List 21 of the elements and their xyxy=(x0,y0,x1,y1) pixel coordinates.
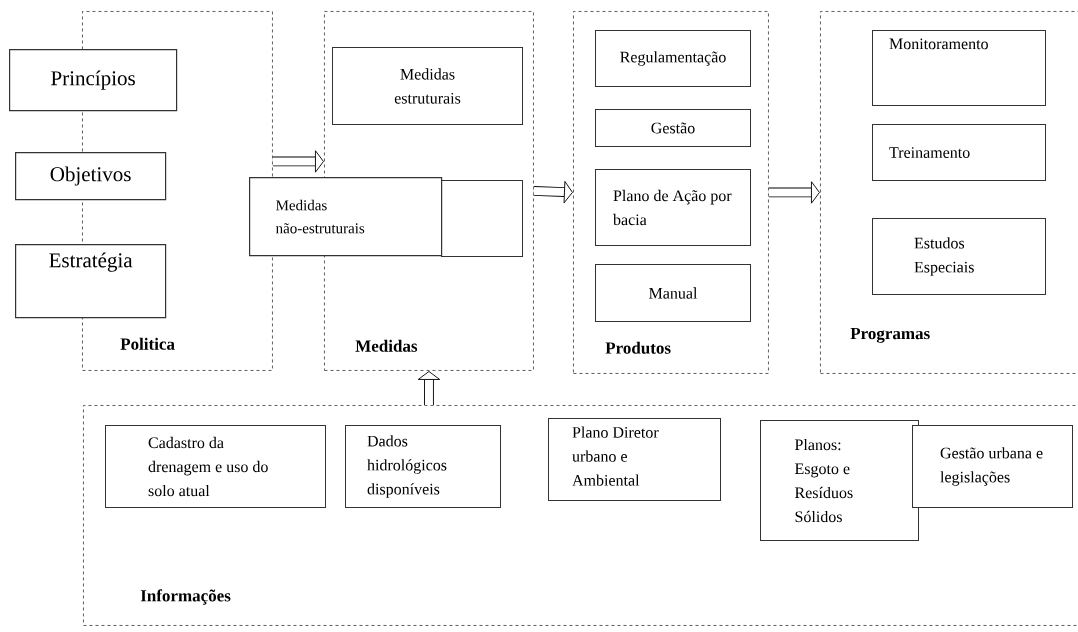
process-box: Plano Diretor urbano e Ambiental xyxy=(548,418,721,501)
block-arrow xyxy=(417,371,441,405)
process-box: Gestão urbana e legislações xyxy=(912,425,1073,508)
process-box: Medidas estruturais xyxy=(332,47,523,125)
process-box: Estudos Especiais xyxy=(872,218,1046,295)
process-box: Monitoramento xyxy=(872,30,1046,106)
process-box: Regulamentação xyxy=(595,30,751,87)
process-box: Manual xyxy=(595,264,751,322)
block-arrow xyxy=(768,181,820,204)
process-box: Objetivos xyxy=(15,152,167,201)
process-box: Planos: Esgoto e Resíduos Sólidos xyxy=(760,420,919,541)
box xyxy=(441,180,523,257)
process-box: Dados hidrológicos disponíveis xyxy=(345,425,501,508)
process-box: Treinamento xyxy=(872,124,1046,181)
process-box: Cadastro da drenagem e uso do solo atual xyxy=(105,425,326,508)
process-box: Princípios xyxy=(9,49,178,112)
process-box: Plano de Ação por bacia xyxy=(595,169,751,246)
block-arrow xyxy=(272,150,324,173)
process-box: Estratégia xyxy=(15,244,167,319)
process-box: Gestão xyxy=(595,109,751,147)
block-arrow xyxy=(533,180,573,204)
